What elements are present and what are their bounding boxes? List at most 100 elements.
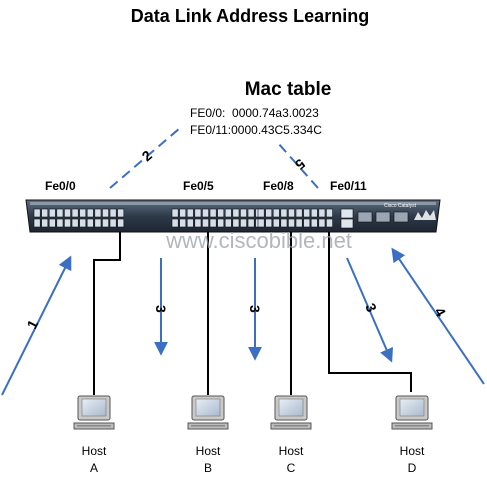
switch-port [86, 218, 94, 228]
switch-port [56, 218, 64, 228]
switch-port [280, 208, 288, 218]
cable-host-d [328, 232, 412, 392]
step-3-arrow-c [346, 257, 393, 363]
switch-port [86, 208, 94, 218]
port-label-fe0-11: Fe0/11 [330, 179, 367, 193]
switch-port [186, 208, 194, 218]
switch-port [79, 218, 87, 228]
mac-table-entry: FE0/0: 0000.74a3.0023 [190, 106, 319, 120]
switch-port [257, 218, 265, 228]
switch-icon: Cisco Catalyst [25, 199, 441, 233]
switch-port [117, 218, 125, 228]
host-name: Host [400, 444, 425, 458]
switch-port [102, 208, 109, 218]
host-d: Host D [391, 395, 433, 475]
host-letter: B [204, 461, 212, 475]
switch-port [171, 208, 179, 218]
switch-port [171, 218, 179, 228]
switch-port [310, 208, 318, 218]
switch-port [265, 208, 273, 218]
switch-port [224, 208, 232, 218]
switch-port [272, 208, 280, 218]
switch-ports-top [33, 208, 333, 218]
port-label-fe0-0: Fe0/0 [45, 179, 76, 193]
switch-port [186, 218, 194, 228]
step-5-label: 5 [292, 156, 308, 173]
switch-port [41, 208, 49, 218]
switch-port [56, 208, 64, 218]
switch-port [94, 218, 102, 228]
step-4-arrow [391, 247, 485, 385]
step-5-dashed-line [277, 142, 319, 189]
switch-port [194, 208, 202, 218]
switch-port [117, 208, 125, 218]
computer-icon [391, 395, 433, 430]
switch-port [295, 218, 303, 228]
host-letter: A [90, 461, 98, 475]
host-b: Host B [187, 395, 229, 475]
switch-port [326, 218, 333, 228]
host-name: Host [196, 444, 221, 458]
switch-port [94, 208, 102, 218]
switch-port [202, 208, 209, 218]
port-label-fe0-8: Fe0/8 [263, 179, 294, 193]
step-3-label-b: 3 [247, 305, 263, 313]
cable-host-a [93, 232, 121, 395]
switch-port [224, 218, 232, 228]
switch-port [318, 218, 326, 228]
switch-model-label: Cisco Catalyst [384, 203, 417, 209]
switch-port [272, 218, 280, 228]
switch-port [33, 218, 41, 228]
switch-port [326, 208, 333, 218]
mac-table-entry: FE0/11:0000.43C5.334C [190, 123, 322, 137]
switch-port [71, 208, 79, 218]
switch-port [64, 208, 71, 218]
switch-port [102, 218, 109, 228]
switch-port [48, 208, 56, 218]
switch-port [232, 218, 240, 228]
step-4-label: 4 [431, 305, 449, 320]
switch-port [318, 208, 326, 218]
step-1-arrow [1, 255, 72, 396]
switch-port [71, 218, 79, 228]
switch-port [202, 218, 209, 228]
cables [93, 232, 412, 395]
host-c: Host C [270, 395, 312, 475]
switch-port [240, 208, 247, 218]
mac-table-heading: Mac table [245, 79, 332, 100]
switch-port [217, 218, 225, 228]
step-3-label-a: 3 [153, 305, 169, 313]
switch-port [303, 208, 311, 218]
host-a: Host A [73, 395, 115, 475]
switch-port [280, 218, 288, 228]
switch-port [209, 208, 217, 218]
switch-port [209, 218, 217, 228]
switch-port [265, 218, 273, 228]
switch-port [194, 218, 202, 228]
switch-port [79, 208, 87, 218]
switch-port [288, 218, 295, 228]
switch-port [109, 208, 117, 218]
switch-port [247, 208, 255, 218]
switch-port [257, 208, 265, 218]
host-letter: C [287, 461, 296, 475]
host-name: Host [279, 444, 304, 458]
computer-icon [270, 395, 312, 430]
computer-icon [73, 395, 115, 430]
switch-port [179, 218, 187, 228]
computer-icon [187, 395, 229, 430]
switch-port [288, 208, 295, 218]
switch-port [109, 218, 117, 228]
host-letter: D [408, 461, 417, 475]
switch-port [232, 208, 240, 218]
port-label-fe0-5: Fe0/5 [183, 179, 214, 193]
switch-port [310, 218, 318, 228]
switch-port [179, 208, 187, 218]
switch-port [303, 218, 311, 228]
switch-port [41, 218, 49, 228]
switch-ports-bottom [33, 218, 333, 228]
switch-port [240, 218, 247, 228]
watermark-text: www.ciscobible.net [165, 228, 352, 253]
page-title: Data Link Address Learning [131, 6, 369, 26]
